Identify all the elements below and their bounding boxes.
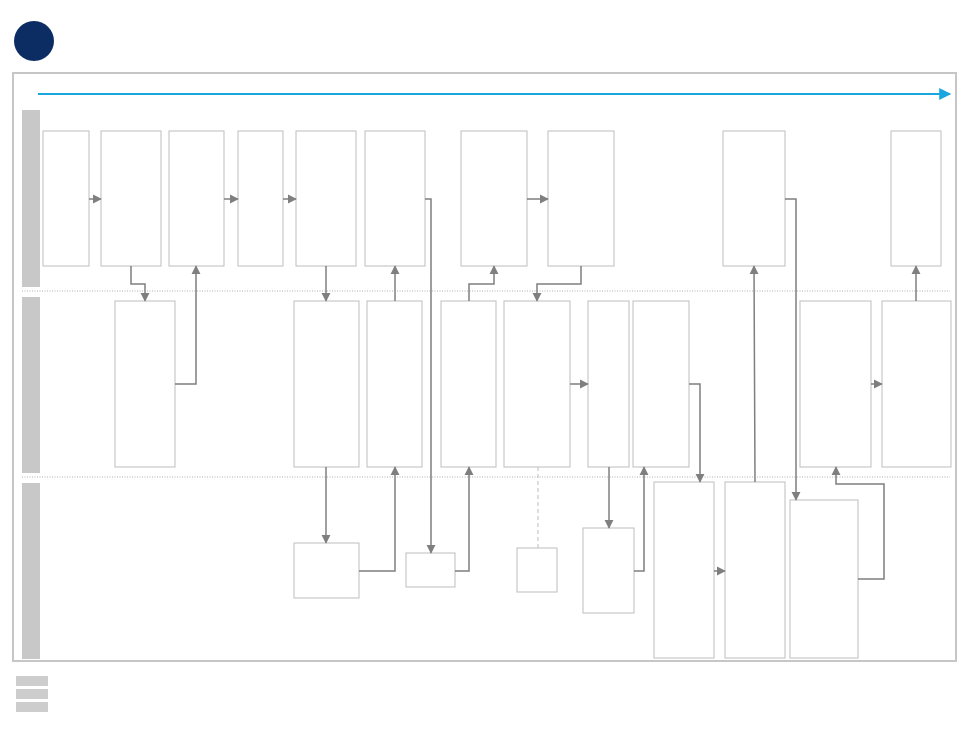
process-box	[503, 300, 571, 468]
connector-arrow	[425, 198, 436, 554]
process-box	[789, 499, 859, 659]
connector-arrow	[468, 265, 499, 301]
legend-swatch	[16, 689, 48, 699]
process-box	[364, 130, 426, 267]
connector-arrow	[359, 466, 400, 572]
process-box	[516, 547, 558, 593]
connector-arrow	[831, 466, 885, 580]
process-box	[366, 300, 423, 468]
connector-arrow	[689, 383, 705, 483]
lane-bar-2	[22, 297, 40, 473]
connector-arrow	[455, 466, 474, 572]
process-box	[582, 527, 635, 614]
process-box	[293, 300, 360, 468]
lane-bar-3	[22, 483, 40, 659]
process-box	[460, 130, 528, 267]
legend-swatch	[16, 702, 48, 712]
lane-bar-1	[22, 110, 40, 287]
process-box	[405, 552, 456, 588]
process-box	[881, 300, 952, 468]
process-box	[587, 300, 630, 468]
process-box	[293, 542, 360, 599]
connector-arrow	[749, 265, 759, 483]
legend-swatch	[16, 676, 48, 686]
process-box	[799, 300, 872, 468]
process-box	[440, 300, 497, 468]
process-box	[890, 130, 942, 267]
process-box	[547, 130, 615, 267]
process-box	[653, 481, 715, 659]
connector-arrow	[532, 266, 582, 302]
process-box	[114, 300, 176, 468]
connector-arrow	[175, 265, 201, 385]
process-box	[100, 130, 162, 267]
connector-arrow	[130, 266, 150, 302]
process-box	[724, 481, 786, 659]
logo-circle	[14, 21, 54, 61]
process-box	[168, 130, 225, 267]
process-box	[632, 300, 690, 468]
process-box	[237, 130, 284, 267]
process-box	[42, 130, 90, 267]
process-box	[722, 130, 786, 267]
connector-arrow	[634, 466, 649, 572]
process-box	[295, 130, 357, 267]
connector-arrow	[785, 198, 801, 501]
